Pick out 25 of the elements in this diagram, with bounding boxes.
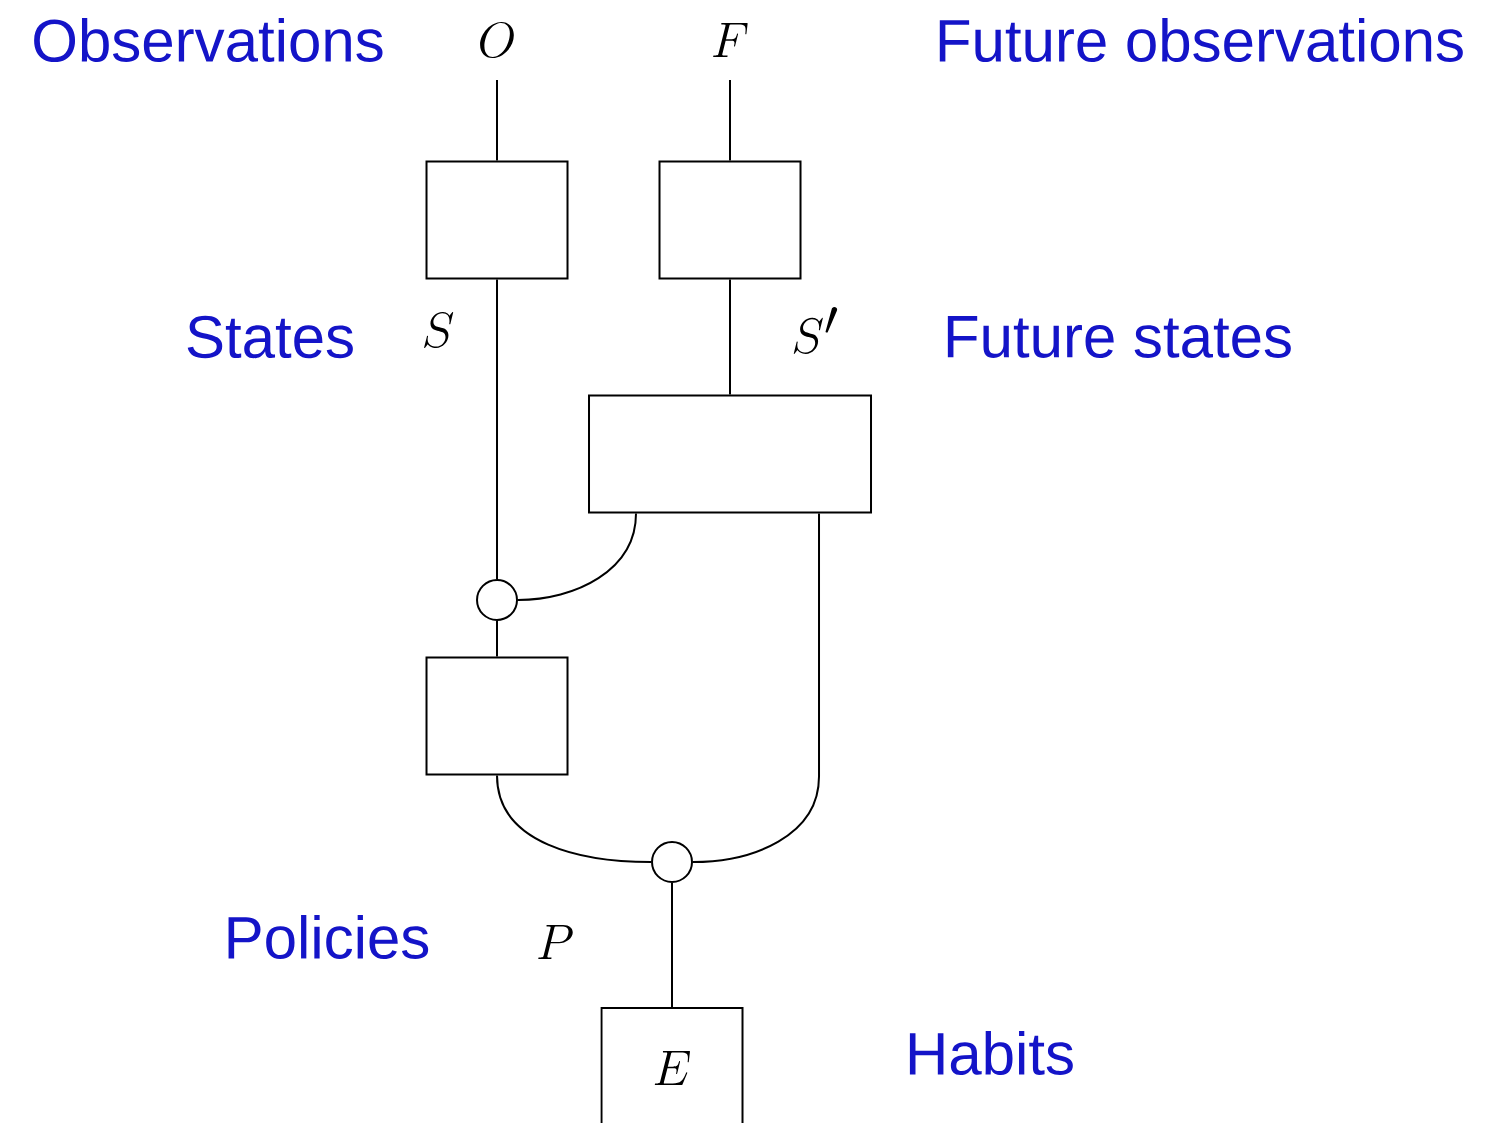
variable-name: Habits	[909, 1030, 1073, 1076]
process-box	[588, 394, 872, 514]
process-box	[425, 656, 569, 776]
variable-name: Future states	[947, 316, 1291, 358]
wire	[496, 774, 652, 863]
variable-name: Future observations	[939, 17, 1463, 63]
wire	[729, 278, 731, 396]
edge-label: $S$	[424, 311, 454, 349]
letter-box: $E$	[600, 1007, 744, 1123]
variable-name: Policies	[228, 914, 429, 960]
variable-name: States	[187, 315, 353, 359]
variable-name: Observations	[34, 17, 383, 63]
wire-label: $F$	[713, 23, 748, 57]
wire	[496, 278, 498, 580]
wire	[517, 512, 637, 601]
wire	[671, 882, 673, 1008]
junction-circle	[651, 841, 693, 883]
wire-label: $O$	[480, 21, 514, 59]
wire	[496, 620, 498, 658]
process-box	[425, 160, 569, 280]
process-box	[658, 160, 802, 280]
junction-circle	[476, 579, 518, 621]
wire	[692, 512, 820, 863]
edge-label: $P$	[538, 925, 573, 959]
edge-label: $S'$	[793, 306, 838, 354]
